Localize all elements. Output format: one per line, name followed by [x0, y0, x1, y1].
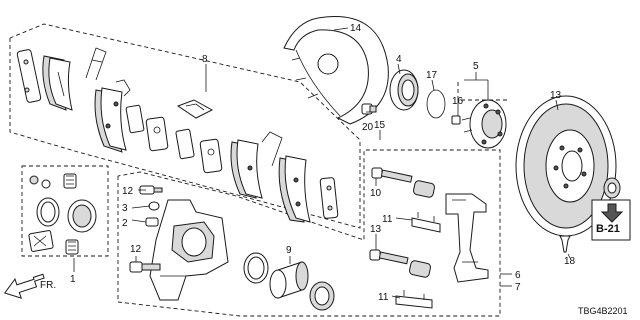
brake-pad-outer: [42, 55, 73, 111]
caliper-body: [149, 199, 229, 301]
brake-disc: [515, 95, 617, 237]
caliper-mount-bolt: [129, 261, 161, 273]
section-ref-label: B-21: [596, 223, 620, 235]
brake-pad-inner-left: [94, 87, 127, 153]
pad-shim-outer-left: [16, 49, 42, 103]
callout-14: 14: [350, 23, 362, 34]
callout-9: 9: [286, 245, 292, 256]
pad-shim-b: [145, 116, 169, 152]
pad-shim-e: [319, 177, 339, 219]
group-outline-pads: [9, 23, 361, 229]
callout-11-lower: 11: [378, 292, 389, 303]
piston-boot: [309, 281, 335, 311]
callout-8: 8: [202, 54, 208, 65]
callout-10: 10: [370, 188, 382, 199]
snap-ring: [426, 89, 446, 119]
callout-6: 6: [515, 270, 521, 281]
bleeder-cap: [148, 201, 160, 211]
seal-kit-parts: [28, 173, 97, 255]
hub-bolt: [451, 115, 461, 125]
group-outline-seal-kit: [21, 165, 109, 257]
pad-shim-a: [125, 104, 145, 134]
pad-accessory-clip: [176, 99, 214, 119]
callout-12-upper: 12: [122, 186, 134, 197]
pad-retainer-spring-bottom: [261, 131, 283, 167]
caliper-bracket: [445, 193, 489, 283]
callout-3: 3: [122, 203, 128, 214]
front-arrow: [3, 273, 45, 299]
pad-retainer-lower: [395, 290, 433, 309]
leader-lines: [73, 27, 571, 299]
callout-1: 1: [70, 274, 76, 285]
callout-11-upper: 11: [382, 214, 393, 225]
pad-shim-d: [199, 138, 223, 174]
callout-19: 18: [564, 256, 576, 267]
pad-retainer-spring-top: [85, 47, 107, 81]
section-ref-box: [591, 199, 631, 241]
front-label: FR.: [40, 280, 56, 291]
callout-2: 2: [122, 218, 128, 229]
caliper-piston: [269, 261, 309, 299]
callouts: 8 14 4 17 5 16 13 20 15 12 3 2 12 9 10 1…: [70, 23, 576, 303]
group-outline-hub: [457, 82, 510, 101]
slide-pin-lower: [369, 249, 409, 265]
callout-13: 13: [550, 90, 562, 101]
bleeder-screw: [145, 217, 159, 227]
slide-pin-upper: [371, 167, 413, 183]
bleeder-bolt: [139, 185, 163, 195]
callout-4: 4: [396, 54, 402, 65]
slide-pin-boot-upper: [413, 180, 435, 198]
brake-pad-far-right: [278, 155, 311, 223]
wear-indicator-clip: [115, 79, 131, 97]
wheel-hub: [461, 99, 507, 149]
wheel-bearing: [389, 69, 419, 111]
brake-splash-shield: [283, 16, 389, 125]
callout-20: 20: [362, 122, 374, 133]
callout-16: 15: [374, 120, 386, 131]
slide-pin-boot-lower: [409, 260, 431, 278]
hub-nut: [603, 177, 621, 199]
callout-7: 7: [515, 282, 521, 293]
disc-set-screw: [559, 235, 571, 253]
splash-shield-bolt: [361, 103, 377, 115]
drawing-code: TBG4B2201: [578, 306, 628, 316]
pad-retainer-upper: [411, 212, 441, 233]
callout-5: 5: [473, 61, 479, 72]
callout-15: 13: [370, 224, 382, 235]
callout-12-lower: 12: [130, 244, 142, 255]
callout-18: 17: [426, 70, 438, 81]
callout-17: 16: [452, 96, 464, 107]
piston-seal: [243, 252, 269, 284]
brake-pad-inner-right: [230, 139, 263, 199]
pad-shim-c: [175, 128, 195, 160]
